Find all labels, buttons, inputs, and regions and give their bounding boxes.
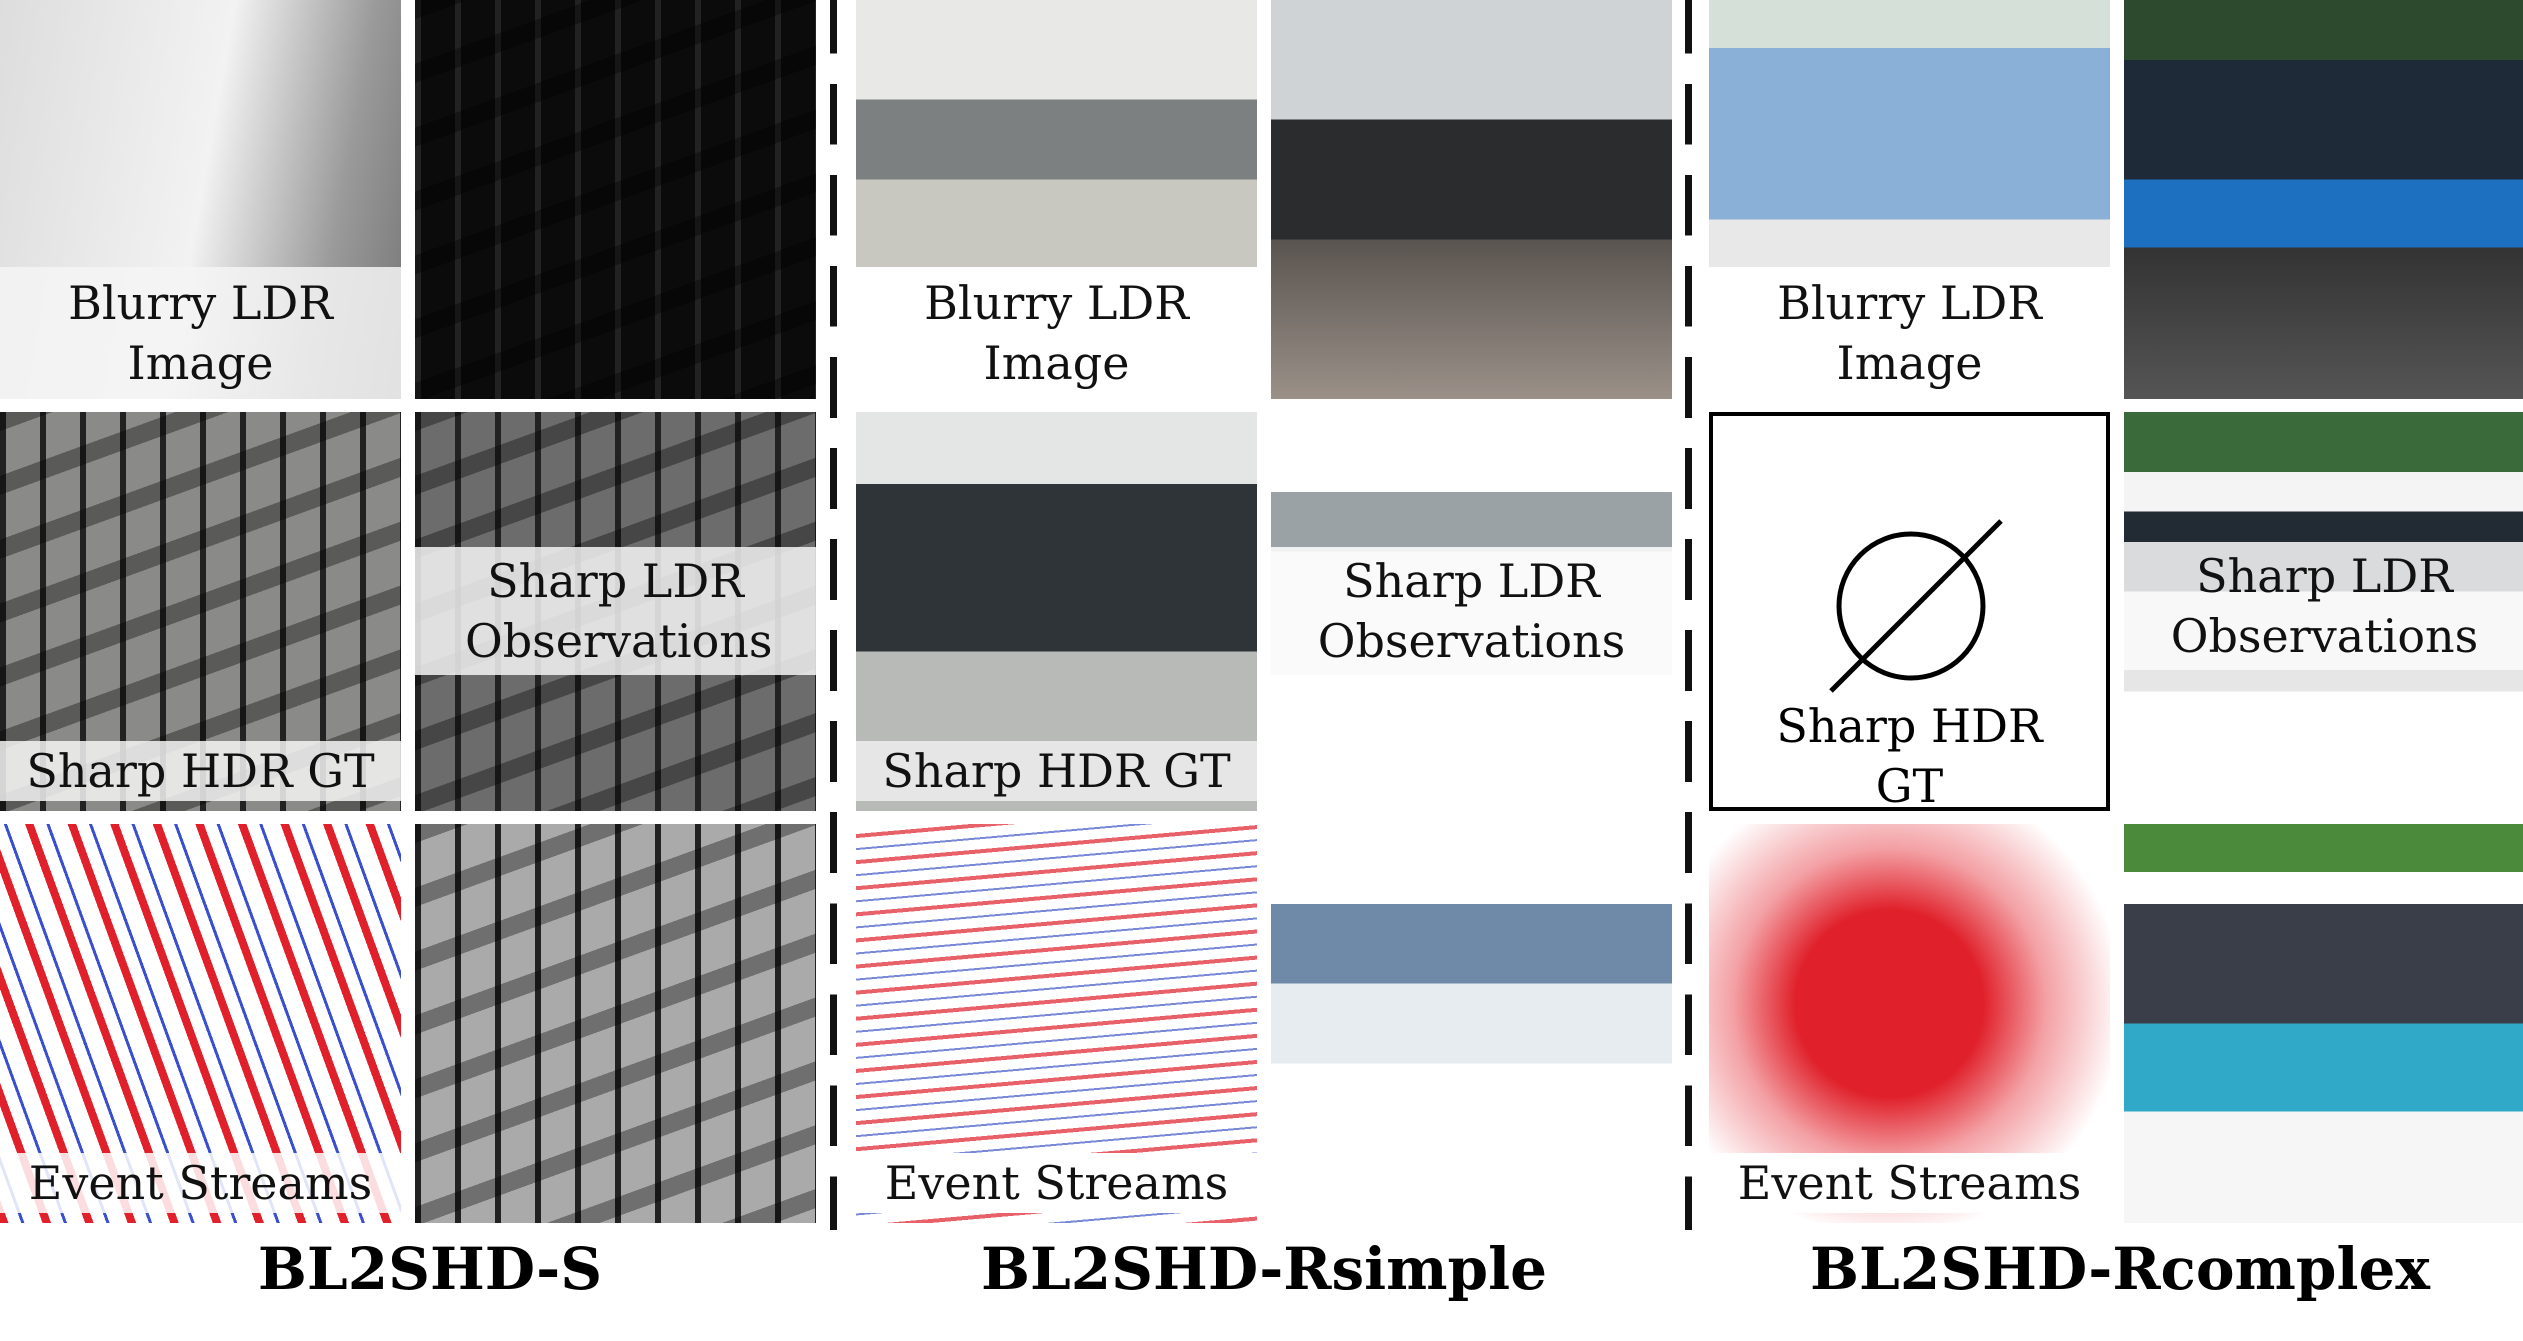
label: Sharp HDR GT bbox=[0, 741, 401, 801]
label: Blurry LDR Image bbox=[856, 267, 1257, 399]
label: Sharp LDR Observations bbox=[2124, 542, 2523, 670]
sharp-ldr-image: Sharp LDR Observations bbox=[1271, 412, 1672, 811]
label: Sharp HDR GT Unavailable bbox=[1776, 699, 2043, 811]
blurry-ldr-image: Blurry LDR Image bbox=[1709, 0, 2110, 399]
label: Event Streams bbox=[1709, 1153, 2110, 1213]
sharp-image bbox=[415, 824, 816, 1223]
gt-unavailable-box: Sharp HDR GT Unavailable bbox=[1709, 412, 2110, 811]
label: Blurry LDR Image bbox=[1709, 267, 2110, 399]
label: Sharp LDR Observations bbox=[1271, 547, 1672, 675]
event-stream-image: Event Streams bbox=[1709, 824, 2110, 1223]
empty-set-icon bbox=[1829, 519, 2003, 693]
divider bbox=[1685, 0, 1692, 1230]
group-caption: BL2SHD-Rsimple bbox=[980, 1235, 1548, 1303]
blurry-ldr-image: Blurry LDR Image bbox=[856, 0, 1257, 399]
label: Sharp HDR GT bbox=[856, 741, 1257, 801]
sharp-ldr-image: Sharp LDR Observations bbox=[415, 412, 816, 811]
label: Blurry LDR Image bbox=[0, 267, 401, 399]
sharp-image bbox=[2124, 824, 2523, 1223]
blurry-ldr-image: Blurry LDR Image bbox=[0, 0, 401, 399]
sharp-hdr-gt-image: Sharp HDR GT bbox=[856, 412, 1257, 811]
event-stream-image: Event Streams bbox=[856, 824, 1257, 1223]
sharp-ldr-image bbox=[2124, 0, 2523, 399]
dark-ldr-image bbox=[1271, 0, 1672, 399]
sharp-ldr-image: Sharp LDR Observations bbox=[2124, 412, 2523, 811]
sharp-image bbox=[1271, 824, 1672, 1223]
divider bbox=[830, 0, 837, 1230]
label: Event Streams bbox=[0, 1153, 401, 1213]
group-caption: BL2SHD-Rcomplex bbox=[1810, 1235, 2430, 1303]
event-stream-image: Event Streams bbox=[0, 824, 401, 1223]
group-caption: BL2SHD-S bbox=[257, 1235, 603, 1303]
sharp-hdr-gt-image: Sharp HDR GT bbox=[0, 412, 401, 811]
label: Sharp LDR Observations bbox=[415, 547, 816, 675]
label: Event Streams bbox=[856, 1153, 1257, 1213]
dark-ldr-image bbox=[415, 0, 816, 399]
